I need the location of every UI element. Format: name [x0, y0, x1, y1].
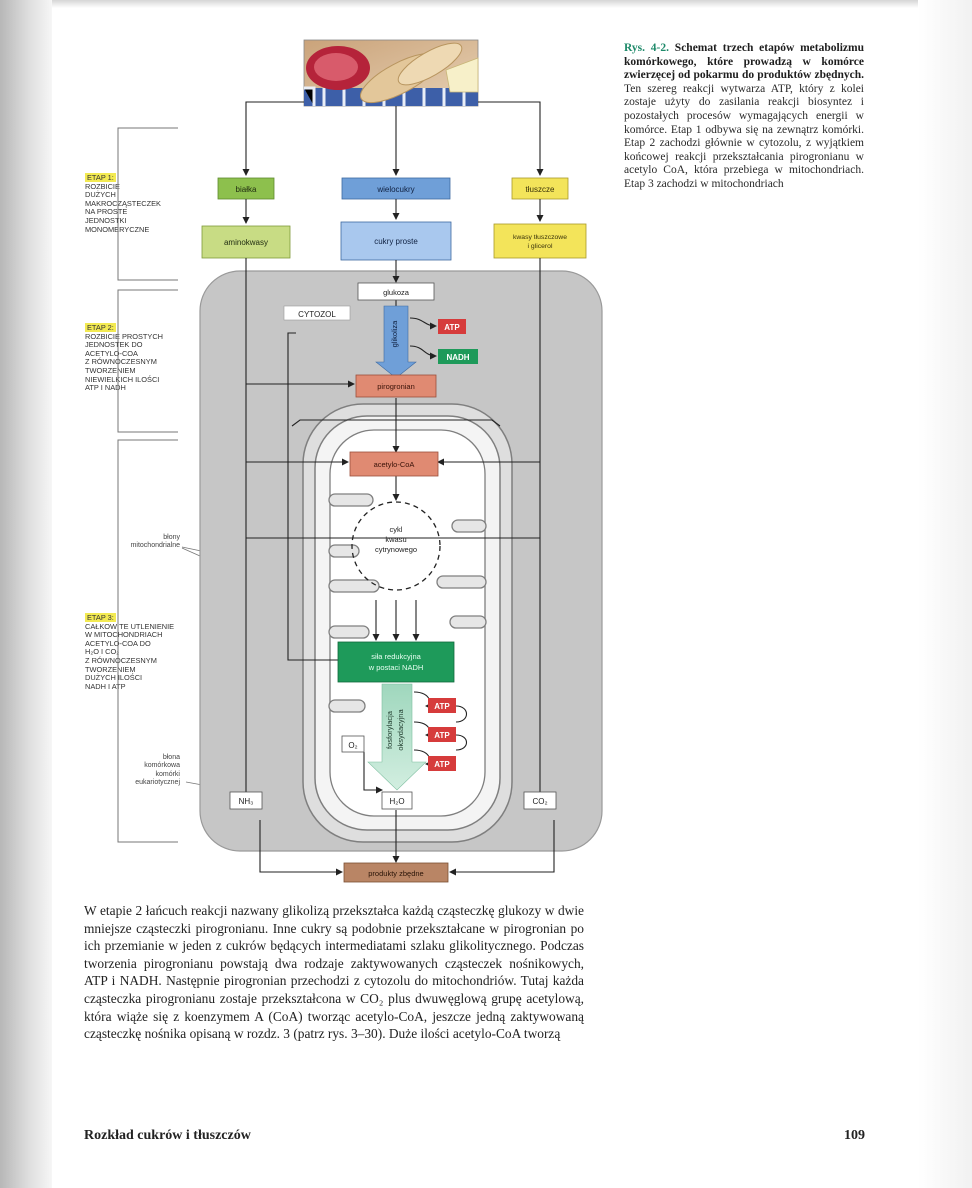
text-atp: ATP — [434, 760, 450, 769]
stage-2-line: JEDNOSTEK DO — [85, 340, 143, 350]
box-kwasy — [493, 223, 587, 259]
stage-1-line: DUŻYCH — [85, 190, 116, 200]
atp-badge-1 — [438, 319, 466, 334]
running-footer-section: Rozkład cukrów i tłuszczów — [84, 1128, 251, 1143]
stage-1-label: ETAP 1: ROZBICIE DUŻYCH MAKROCZĄSTECZEK … — [85, 173, 161, 234]
food-image — [303, 39, 479, 107]
text-sila-2: w postaci NADH — [368, 663, 424, 672]
text-fosf-1: fosforylacja — [385, 710, 394, 749]
label-line: błony — [163, 534, 180, 541]
stage-brackets — [117, 127, 178, 843]
box-pirogronian — [355, 374, 437, 398]
text-h2o: H₂O — [389, 797, 404, 806]
label-line: mitochondrialne — [130, 542, 180, 550]
page-number: 109 — [844, 1128, 865, 1143]
box-cukry-proste — [340, 221, 452, 261]
text-nadh: NADH — [446, 353, 469, 362]
fosforylacja-arrow: fosforylacja oksydacyjna — [367, 683, 427, 791]
stage-1-line: MONOMERYCZNE — [85, 224, 150, 234]
text-kwasy-2: i glicerol — [528, 243, 553, 250]
label-line: komórki — [155, 770, 180, 778]
text-pirogronian: pirogronian — [377, 382, 415, 391]
text-cytozol: CYTOZOL — [298, 310, 336, 319]
text-produkty-zbedne: produkty zbędne — [368, 869, 423, 878]
stage-3-line: NADH I ATP — [85, 681, 126, 691]
stage-2-line: NIEWIELKICH ILOŚCI — [85, 374, 160, 384]
text-atp: ATP — [434, 702, 450, 711]
text-glikoliza: glikoliza — [390, 320, 399, 348]
stage-3-tag: ETAP 3: — [85, 613, 116, 622]
mito-membranes-label: błony mitochondrialne — [110, 534, 180, 551]
stage-1-tag: ETAP 1: — [85, 173, 116, 182]
stage-2-tag: ETAP 2: — [85, 323, 116, 332]
box-nh3 — [229, 791, 263, 810]
cell-membrane-label: błona komórkowa komórki eukariotycznej — [100, 754, 180, 788]
stage-1-line: JEDNOSTKI — [85, 215, 127, 225]
box-sila-redukcyjna — [337, 641, 455, 683]
text-atp: ATP — [434, 731, 450, 740]
text-tluszcze: tłuszcze — [526, 185, 555, 194]
stage-3-line: TWORZENIEM — [85, 664, 136, 674]
page-right-edge — [918, 0, 972, 1188]
citric-acid-cycle: cykl kwasu cytrynowego — [351, 501, 441, 591]
atp-badge-4 — [428, 756, 456, 771]
box-co2 — [523, 791, 557, 810]
figure-number: Rys. 4-2. — [624, 42, 669, 54]
text-co2: CO₂ — [532, 797, 547, 806]
text-sila-1: siła redukcyjna — [371, 652, 421, 661]
page-top-shade — [52, 0, 952, 8]
stage-2-line: TWORZENIEM — [85, 365, 136, 375]
label-line: komórkowa — [144, 762, 180, 770]
stage-3-line: H₂O I CO₂ — [85, 647, 120, 657]
stage-2-line: Z RÓWNOCZESNYM — [85, 357, 157, 367]
label-line: eukariotycznej — [135, 779, 180, 787]
page-gutter-shadow — [0, 0, 52, 1188]
nadh-badge — [438, 349, 478, 364]
atp-badge-3 — [428, 727, 456, 742]
text-cukry-proste: cukry proste — [374, 237, 418, 246]
figure-description: Ten szereg reakcji wytwarza ATP, który z… — [624, 82, 864, 190]
box-acetylo-coa — [349, 451, 439, 477]
stage-3-line: CAŁKOWITE UTLENIENIE — [85, 621, 175, 631]
box-cytozol — [283, 305, 351, 321]
stage-2-label: ETAP 2: ROZBICIE PROSTYCH JEDNOSTEK DO A… — [85, 323, 164, 393]
label-line: błona — [162, 754, 180, 761]
text-fosf-2: oksydacyjna — [396, 709, 405, 751]
stage-1-line: NA PROSTE — [85, 207, 128, 217]
figure-caption: Rys. 4-2. Schemat trzech etapów metaboli… — [624, 42, 864, 192]
atp-badge-2 — [428, 698, 456, 713]
text-acetylo-coa: acetylo-CoA — [374, 460, 415, 469]
text-atp: ATP — [444, 323, 460, 332]
text-aminokwasy: aminokwasy — [224, 238, 268, 247]
text-kwasy-1: kwasy tłuszczowe — [513, 234, 567, 241]
stage-2-line: ATP I NADH — [85, 383, 126, 393]
box-h2o — [381, 791, 413, 810]
box-glukoza — [357, 282, 435, 301]
text-cykl-2: kwasu — [385, 535, 406, 544]
stage-3-line: DUŻYCH ILOŚCI — [85, 673, 143, 683]
stage-2-line: ROZBICIE PROSTYCH — [85, 331, 164, 341]
text-glukoza: glukoza — [383, 288, 410, 297]
box-o2 — [341, 735, 365, 753]
text-nh3: NH₃ — [239, 797, 254, 806]
stage-1-line: MAKROCZĄSTECZEK — [85, 198, 161, 208]
stage-3-line: Z RÓWNOCZESNYM — [85, 655, 157, 665]
text-o2: O₂ — [348, 741, 357, 750]
box-aminokwasy — [201, 225, 291, 259]
text-cykl-1: cykl — [390, 525, 403, 534]
figure-title: Schemat trzech etapów metabolizmu komórk… — [624, 42, 864, 82]
stage-1-line: ROZBICIE — [85, 181, 120, 191]
text-cykl-3: cytrynowego — [375, 545, 417, 554]
box-produkty-zbedne — [343, 862, 449, 883]
text-wielocukry: wielocukry — [376, 185, 414, 194]
body-paragraph: W etapie 2 łańcuch reakcji nazwany gliko… — [84, 903, 584, 1042]
text-bialka: białka — [236, 185, 257, 194]
stage-2-line: ACETYLO-CoA — [85, 348, 138, 358]
glikoliza-arrow: glikoliza — [375, 305, 417, 379]
stage-3-line: W MITOCHONDRIACH — [85, 630, 163, 640]
